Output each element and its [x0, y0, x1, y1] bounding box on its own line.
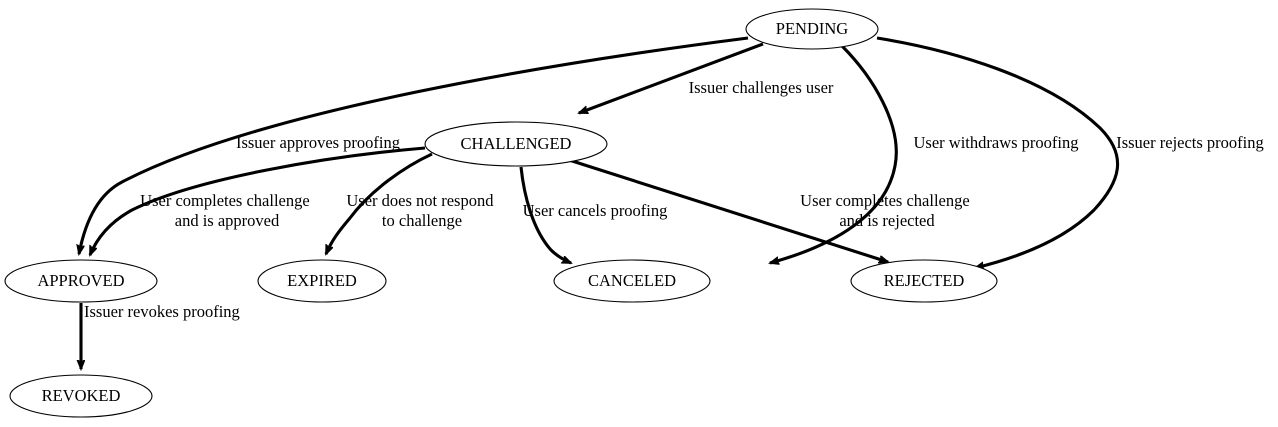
edge-path-challenged-rejected	[568, 158, 888, 262]
edge-label-pending-approved: Issuer approves proofing	[236, 133, 400, 152]
node-revoked[interactable]: REVOKED	[9, 374, 153, 418]
edge-path-challenged-approved	[88, 146, 426, 255]
edge-label-pending-rejected: Issuer rejects proofing	[1116, 133, 1264, 152]
edge-label-pending-challenged: Issuer challenges user	[689, 78, 834, 97]
edge-label-challenged-expired: User does not respond to challenge	[346, 191, 497, 230]
edge-path-pending-approved	[79, 36, 749, 254]
node-shape-revoked[interactable]	[9, 374, 153, 418]
edge-label-challenged-rejected: User completes challenge and is rejected	[800, 191, 974, 230]
node-shape-rejected[interactable]	[850, 259, 998, 303]
edge-label-pending-canceled: User withdraws proofing	[914, 133, 1079, 152]
node-shape-pending[interactable]	[745, 8, 879, 50]
node-rejected[interactable]: REJECTED	[850, 259, 998, 303]
edge-challenged-expired: User does not respond to challenge	[324, 152, 497, 254]
node-shape-approved[interactable]	[4, 259, 158, 303]
node-shape-canceled[interactable]	[553, 259, 711, 303]
edge-approved-revoked: Issuer revokes proofing	[81, 302, 240, 369]
edge-path-pending-rejected	[876, 36, 1120, 268]
edge-label-challenged-canceled: User cancels proofing	[523, 201, 668, 220]
edge-pending-rejected: Issuer rejects proofing	[876, 36, 1264, 268]
node-shape-expired[interactable]	[257, 259, 387, 303]
edge-challenged-rejected: User completes challenge and is rejected	[568, 158, 974, 262]
edge-label-challenged-approved: User completes challenge and is approved	[140, 191, 314, 230]
node-challenged[interactable]: CHALLENGED	[424, 121, 608, 167]
node-label-revoked: REVOKED	[42, 386, 121, 405]
edge-label-approved-revoked: Issuer revokes proofing	[84, 302, 240, 321]
node-shape-challenged[interactable]	[424, 121, 608, 167]
node-pending[interactable]: PENDING	[745, 8, 879, 50]
edge-challenged-canceled: User cancels proofing	[519, 166, 668, 265]
edge-path-pending-canceled	[770, 44, 898, 263]
edge-challenged-approved: User completes challenge and is approved	[88, 146, 426, 255]
edge-path-challenged-canceled	[519, 166, 571, 265]
node-label-rejected: REJECTED	[884, 271, 965, 290]
edge-pending-approved: Issuer approves proofing	[79, 36, 749, 254]
node-label-challenged: CHALLENGED	[461, 134, 572, 153]
node-canceled[interactable]: CANCELED	[553, 259, 711, 303]
node-label-pending: PENDING	[776, 19, 848, 38]
node-label-canceled: CANCELED	[588, 271, 676, 290]
node-label-approved: APPROVED	[37, 271, 124, 290]
edge-path-challenged-expired	[324, 152, 433, 254]
edge-path-pending-challenged	[579, 42, 764, 115]
node-expired[interactable]: EXPIRED	[257, 259, 387, 303]
node-label-expired: EXPIRED	[287, 271, 357, 290]
node-approved[interactable]: APPROVED	[4, 259, 158, 303]
edge-pending-canceled: User withdraws proofing	[770, 44, 1079, 263]
edge-pending-challenged: Issuer challenges user	[579, 42, 834, 115]
